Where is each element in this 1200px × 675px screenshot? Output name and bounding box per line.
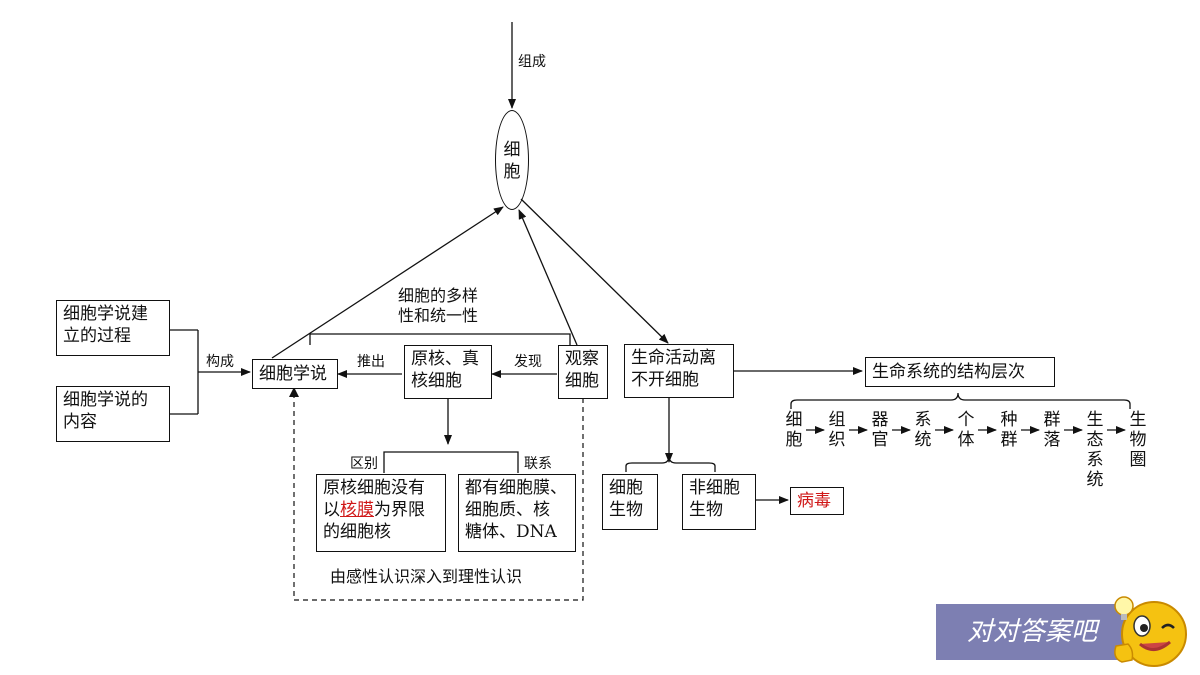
- diversity-label-line1: 细胞的多样: [398, 286, 479, 305]
- hierarchy-char: 系: [914, 410, 932, 430]
- hierarchy-char: 物: [1129, 430, 1147, 450]
- watermark-text: 对对答案吧: [966, 617, 1097, 647]
- hierarchy-level-1: 细胞: [783, 410, 805, 450]
- arrow-cell-to-life: [520, 198, 669, 344]
- noncellular-line1: 非细胞: [689, 478, 740, 498]
- hierarchy-char: 系: [1086, 450, 1104, 470]
- difference-box: 原核细胞没有 以核膜为界限 的细胞核: [316, 474, 446, 552]
- hierarchy-level-4: 系统: [912, 410, 934, 450]
- hierarchy-box: 生命系统的结构层次: [865, 357, 1055, 387]
- diversity-label-line2: 性和统一性: [398, 306, 479, 325]
- hierarchy-brace: [790, 392, 1131, 409]
- hierarchy-level-7: 群落: [1041, 410, 1063, 450]
- content-box: 细胞学说的 内容: [56, 386, 170, 442]
- perceptual-dashed-loop: [293, 394, 584, 601]
- history-box-line2: 立的过程: [63, 326, 131, 346]
- conn-line2: 细胞质、核: [465, 500, 550, 520]
- hierarchy-level-2: 组织: [826, 410, 848, 450]
- cell-node: 细胞: [495, 110, 529, 210]
- hierarchy-level-3: 器官: [869, 410, 891, 450]
- diff-line1: 原核细胞没有: [323, 478, 425, 498]
- pro-euk-line2: 核细胞: [411, 371, 462, 391]
- hierarchy-char: 体: [957, 430, 975, 450]
- arrow-theory-to-cell: [271, 206, 504, 359]
- conn-line3: 糖体、DNA: [465, 522, 557, 542]
- hierarchy-char: 群: [1000, 430, 1018, 450]
- hierarchy-char: 织: [828, 430, 846, 450]
- hierarchy-char: 生: [1086, 410, 1104, 430]
- dashed-arrowhead: [289, 387, 299, 397]
- hierarchy-char: 生: [1129, 410, 1147, 430]
- hierarchy-char: 细: [785, 410, 803, 430]
- observe-box: 观察 细胞: [558, 345, 608, 399]
- hierarchy-char: 组: [828, 410, 846, 430]
- hierarchy-level-5: 个体: [955, 410, 977, 450]
- cellular-line1: 细胞: [609, 478, 643, 498]
- arrow-observe-to-cell: [518, 209, 578, 346]
- diversity-brace: [309, 333, 571, 345]
- diff-line3: 的细胞核: [323, 522, 391, 542]
- smiley-mascot-icon: [1114, 596, 1187, 667]
- hierarchy-level-8: 生态系统: [1084, 410, 1106, 490]
- hierarchy-char: 统: [914, 430, 932, 450]
- top-arrow-label: 组成: [518, 54, 546, 70]
- life-line2: 不开细胞: [631, 370, 699, 390]
- noncellular-organism-box: 非细胞 生物: [682, 474, 756, 530]
- perceptual-label: 由感性认识深入到理性认识: [330, 567, 523, 586]
- diff-line2: 以核膜为界限: [323, 500, 425, 520]
- hierarchy-char: 个: [957, 410, 975, 430]
- hierarchy-char: 种: [1000, 410, 1018, 430]
- cellular-line2: 生物: [609, 500, 643, 520]
- cellular-organism-box: 细胞 生物: [602, 474, 658, 530]
- hierarchy-char: 态: [1086, 430, 1104, 450]
- compose-label: 构成: [206, 354, 234, 370]
- hierarchy-char: 群: [1043, 410, 1061, 430]
- observe-line2: 细胞: [565, 371, 599, 391]
- content-box-line2: 内容: [63, 412, 97, 432]
- hierarchy-char: 圈: [1129, 450, 1147, 470]
- content-box-line1: 细胞学说的: [63, 390, 148, 410]
- discover-label: 发现: [514, 354, 542, 370]
- noncellular-line2: 生物: [689, 500, 723, 520]
- cell-theory-box: 细胞学说: [252, 359, 338, 389]
- history-box-line1: 细胞学说建: [63, 304, 148, 324]
- split-bracket: [383, 451, 519, 473]
- virus-label: 病毒: [797, 491, 831, 511]
- pro-euk-box: 原核、真 核细胞: [404, 345, 492, 399]
- hierarchy-char: 胞: [785, 430, 803, 450]
- connection-label: 联系: [524, 456, 552, 472]
- watermark: 对对答案吧: [936, 604, 1128, 660]
- connection-box: 都有细胞膜、 细胞质、核 糖体、DNA: [458, 474, 576, 552]
- hierarchy-char: 官: [871, 430, 889, 450]
- nuclear-membrane-highlight: 核膜: [340, 500, 374, 520]
- derive-label: 推出: [357, 354, 385, 370]
- observe-line1: 观察: [565, 349, 599, 369]
- life-box: 生命活动离 不开细胞: [624, 344, 734, 398]
- hierarchy-level-9: 生物圈: [1127, 410, 1149, 470]
- conn-line1: 都有细胞膜、: [465, 478, 567, 498]
- hierarchy-level-6: 种群: [998, 410, 1020, 450]
- organism-brace: [625, 455, 716, 472]
- difference-label: 区别: [350, 456, 378, 472]
- cell-node-label: 细胞: [503, 140, 521, 182]
- hierarchy-char: 统: [1086, 470, 1104, 490]
- virus-box: 病毒: [790, 487, 844, 515]
- hierarchy-char: 器: [871, 410, 889, 430]
- life-line1: 生命活动离: [631, 348, 716, 368]
- hierarchy-label: 生命系统的结构层次: [872, 362, 1025, 382]
- hierarchy-char: 落: [1043, 430, 1061, 450]
- cell-theory-label: 细胞学说: [259, 364, 327, 384]
- history-box: 细胞学说建 立的过程: [56, 300, 170, 356]
- diversity-label: 细胞的多样 性和统一性: [398, 286, 478, 326]
- pro-euk-line1: 原核、真: [411, 349, 479, 369]
